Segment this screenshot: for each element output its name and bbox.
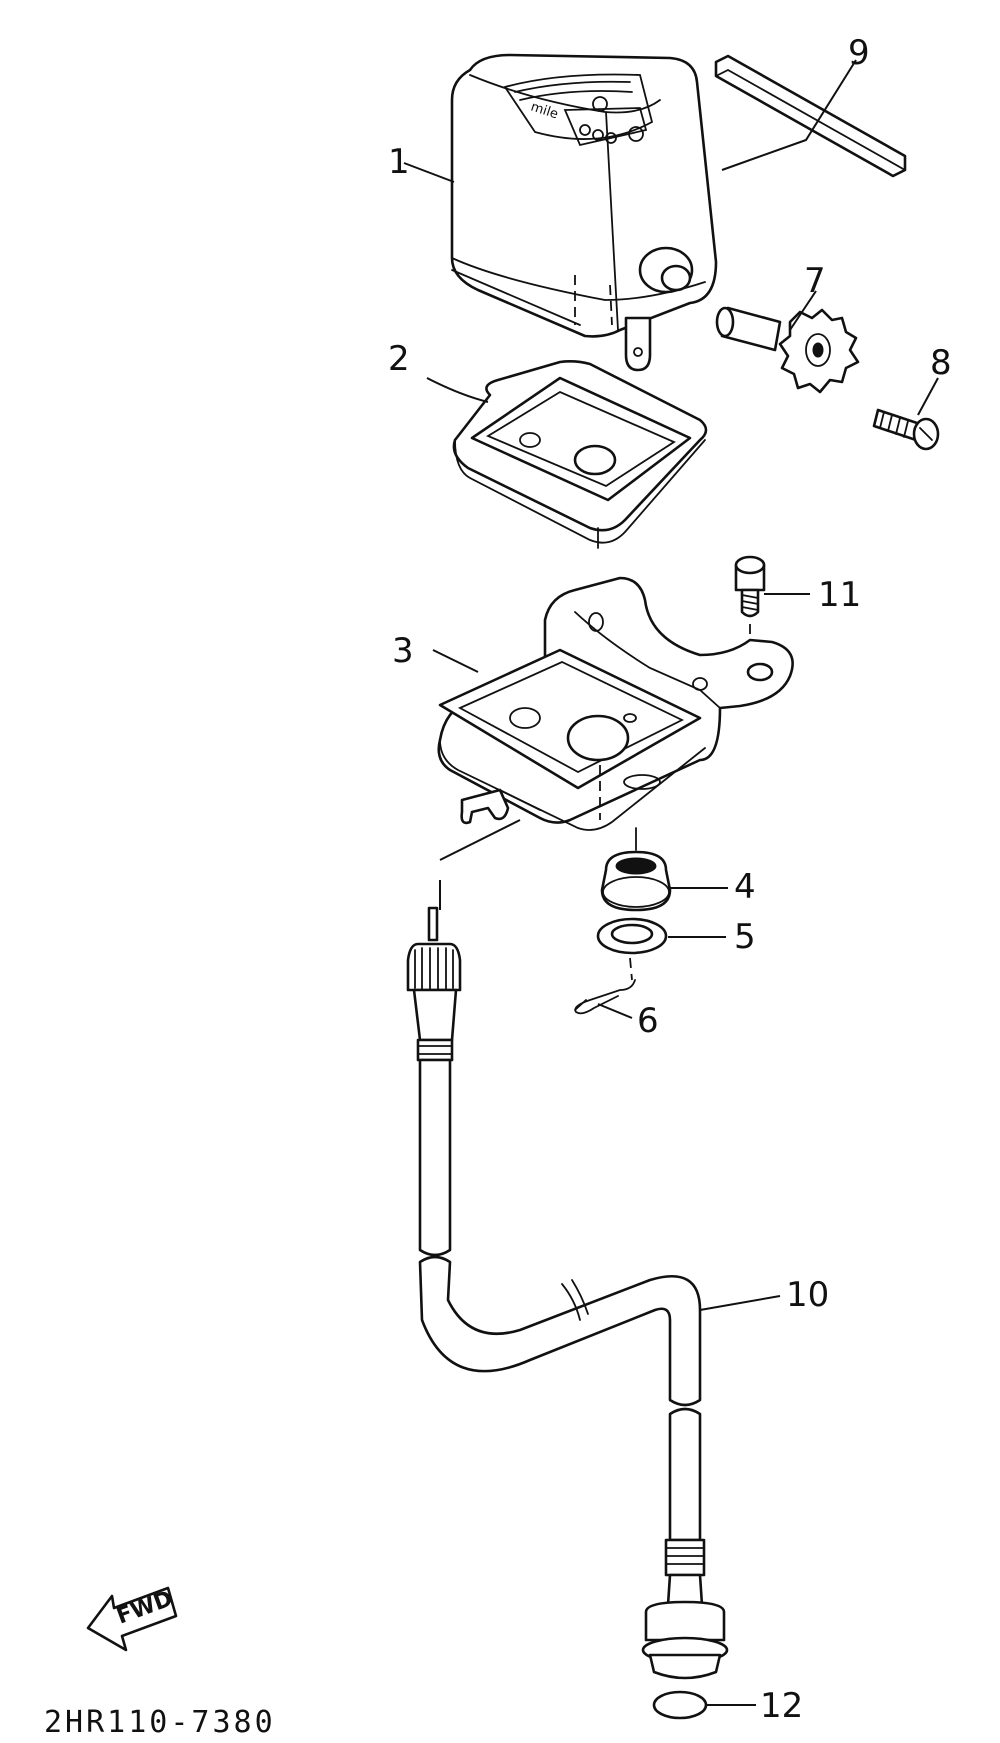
part-6-cotter-pin xyxy=(574,957,636,1015)
part-4-grommet xyxy=(600,827,672,912)
callout-7: 7 xyxy=(804,261,826,301)
part-2-rubber-cover xyxy=(452,360,708,549)
part-1-meter-body: mile xyxy=(450,53,718,372)
part-3-bracket xyxy=(437,576,794,831)
callout-8: 8 xyxy=(930,343,952,383)
callout-5: 5 xyxy=(734,917,756,957)
part-5-washer xyxy=(596,917,668,955)
callouts: 1 2 3 4 5 6 7 8 9 10 11 12 xyxy=(388,33,952,1726)
callout-11: 11 xyxy=(818,575,861,615)
callout-9: 9 xyxy=(848,33,870,73)
callout-12: 12 xyxy=(760,1686,803,1726)
callout-3: 3 xyxy=(392,631,414,671)
callout-4: 4 xyxy=(734,867,756,907)
part-9-strip xyxy=(714,54,907,178)
fwd-arrow: FWD xyxy=(86,1586,178,1652)
drawing-code: 2HR110-7380 xyxy=(44,1705,276,1740)
callout-2: 2 xyxy=(388,339,410,379)
callout-6: 6 xyxy=(637,1001,659,1041)
callout-10: 10 xyxy=(786,1275,829,1315)
part-7-drive-gear xyxy=(715,306,860,394)
part-8-screw xyxy=(872,408,940,451)
part-10-meter-cable xyxy=(406,880,729,1680)
callout-1: 1 xyxy=(388,142,410,182)
leader-lines xyxy=(403,59,939,1706)
part-12-o-ring xyxy=(652,1690,708,1720)
